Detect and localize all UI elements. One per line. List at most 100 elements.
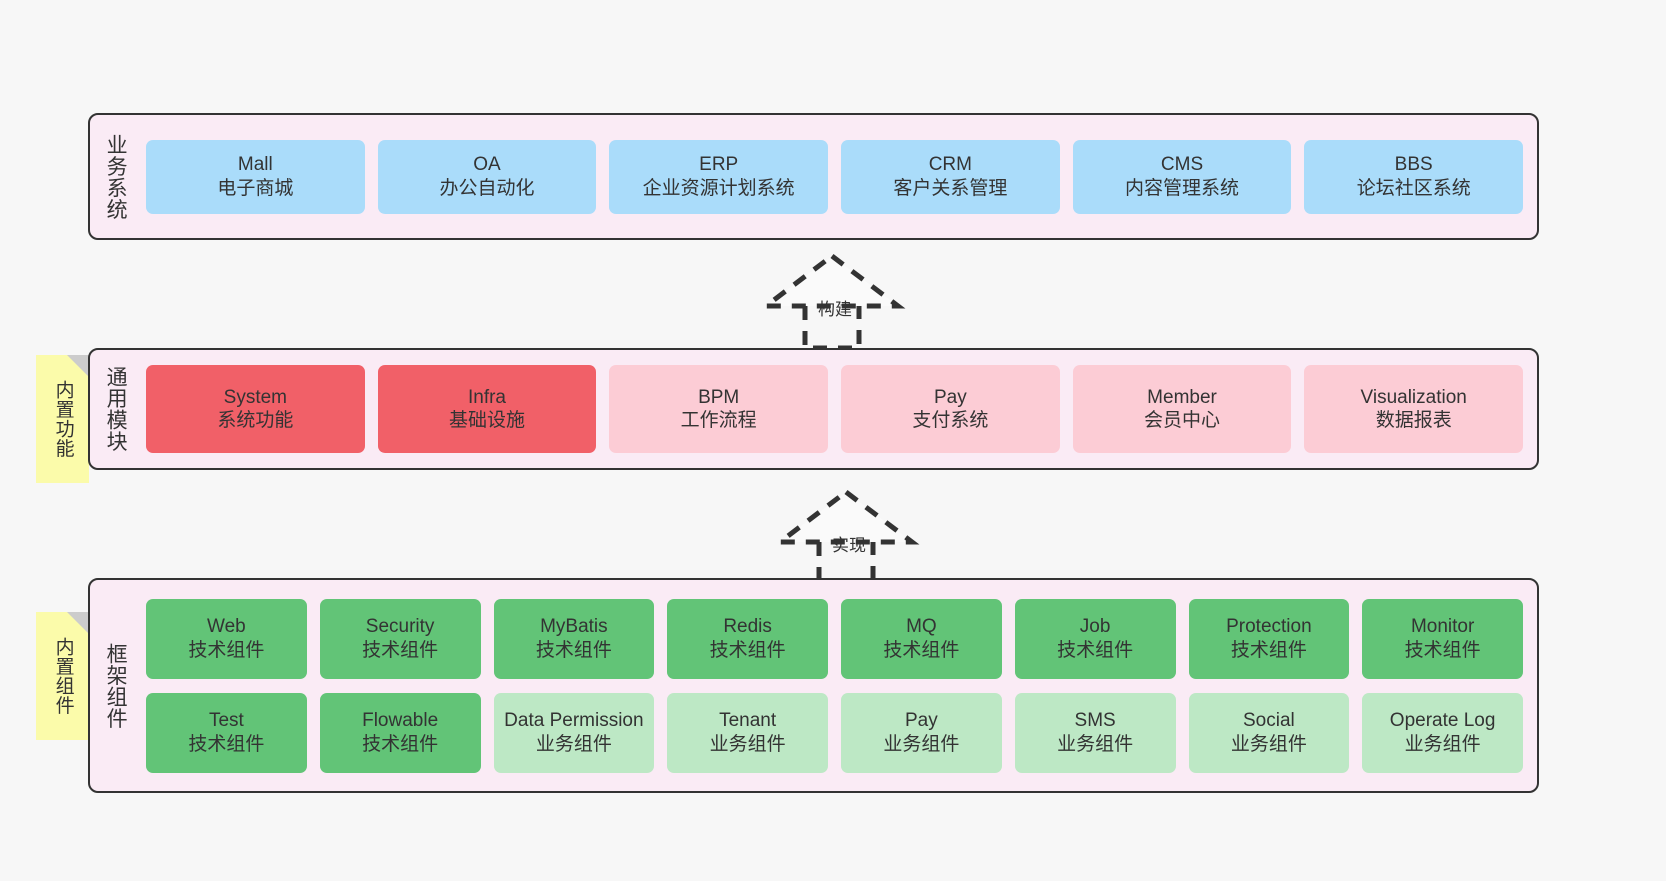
card-visualization-en: Visualization [1360, 386, 1467, 408]
card-system-cn: 系统功能 [217, 410, 294, 431]
card-mq-en: MQ [906, 616, 937, 638]
note-builtin-components-label: 内置组件 [52, 637, 74, 715]
note-fold-corner-icon-2 [67, 612, 89, 634]
card-cms-en: CMS [1160, 154, 1204, 176]
card-infra-en: Infra [467, 386, 507, 408]
card-bbs-en: BBS [1394, 154, 1433, 176]
layer-body-business-system: Mall 电子商城 OA 办公自动化 ERP 企业资源计划系统 CRM 客户关系… [140, 115, 1537, 238]
card-social-cn: 业务组件 [1230, 733, 1307, 755]
card-bbs-cn: 论坛社区系统 [1356, 177, 1471, 199]
card-tenant-cn: 业务组件 [709, 733, 786, 755]
card-mall-en: Mall [237, 154, 273, 176]
card-web[interactable]: Web 技术组件 [146, 598, 307, 679]
layer-title-framework-components: 框架组件 [104, 642, 128, 729]
card-bpm-en: BPM [698, 386, 740, 408]
card-bpm-cn: 工作流程 [680, 410, 757, 431]
card-protection-cn: 技术组件 [1230, 639, 1307, 661]
card-test[interactable]: Test 技术组件 [146, 692, 307, 773]
card-visualization-cn: 数据报表 [1375, 410, 1452, 431]
card-mybatis-cn: 技术组件 [535, 639, 612, 661]
card-member-en: Member [1147, 386, 1217, 408]
card-sms-en: SMS [1074, 710, 1116, 732]
card-security-cn: 技术组件 [362, 639, 439, 661]
card-protection[interactable]: Protection 技术组件 [1188, 598, 1350, 679]
card-redis-cn: 技术组件 [709, 639, 786, 661]
card-pay-module[interactable]: Pay 支付系统 [841, 365, 1060, 453]
card-operate-log[interactable]: Operate Log 业务组件 [1362, 692, 1523, 773]
layer-body-framework-components: Web 技术组件 Security 技术组件 MyBatis 技术组件 Redi… [140, 580, 1537, 791]
card-job-en: Job [1079, 616, 1111, 638]
card-operate-log-cn: 业务组件 [1404, 733, 1481, 755]
card-sms-cn: 业务组件 [1057, 733, 1134, 755]
card-erp[interactable]: ERP 企业资源计划系统 [609, 139, 829, 214]
card-system-en: System [223, 386, 288, 408]
card-flowable-en: Flowable [362, 710, 439, 732]
card-flowable-cn: 技术组件 [362, 733, 439, 755]
card-member-cn: 会员中心 [1144, 410, 1221, 431]
card-infra[interactable]: Infra 基础设施 [377, 365, 597, 453]
card-oa-en: OA [473, 154, 501, 176]
card-social[interactable]: Social 业务组件 [1188, 692, 1350, 773]
card-erp-cn: 企业资源计划系统 [642, 177, 795, 199]
note-fold-corner-icon [67, 355, 89, 377]
layer-title-general-modules: 通用模块 [104, 366, 128, 452]
card-bbs[interactable]: BBS 论坛社区系统 [1304, 139, 1524, 214]
card-pay-module-cn: 支付系统 [912, 410, 989, 431]
card-mq-cn: 技术组件 [883, 639, 960, 661]
card-sms[interactable]: SMS 业务组件 [1014, 692, 1176, 773]
card-member[interactable]: Member 会员中心 [1072, 365, 1292, 453]
card-job[interactable]: Job 技术组件 [1014, 598, 1176, 679]
card-pay-component-en: Pay [905, 710, 938, 732]
card-pay-component-cn: 业务组件 [883, 733, 960, 755]
card-tenant-en: Tenant [719, 710, 777, 732]
card-oa-cn: 办公自动化 [439, 177, 535, 199]
card-pay-module-en: Pay [933, 386, 967, 408]
card-crm[interactable]: CRM 客户关系管理 [841, 139, 1060, 214]
card-oa[interactable]: OA 办公自动化 [377, 139, 597, 214]
card-visualization[interactable]: Visualization 数据报表 [1304, 365, 1524, 453]
card-operate-log-en: Operate Log [1389, 710, 1496, 732]
card-mybatis-en: MyBatis [540, 616, 608, 638]
card-tenant[interactable]: Tenant 业务组件 [667, 692, 828, 773]
connector-implement-label: 实现 [832, 536, 866, 555]
layer-body-general-modules: System 系统功能 Infra 基础设施 BPM 工作流程 Pay 支付系统… [140, 350, 1537, 468]
card-redis-en: Redis [723, 616, 772, 638]
card-infra-cn: 基础设施 [449, 410, 526, 431]
connector-build-label: 构建 [818, 300, 852, 319]
layer-general-modules[interactable]: 通用模块 System 系统功能 Infra 基础设施 BPM 工作流程 Pay… [88, 348, 1539, 470]
card-flowable[interactable]: Flowable 技术组件 [319, 692, 481, 773]
layer-framework-components[interactable]: 框架组件 Web 技术组件 Security 技术组件 MyBatis 技术组件… [88, 578, 1539, 793]
card-monitor[interactable]: Monitor 技术组件 [1362, 598, 1523, 679]
card-social-en: Social [1243, 710, 1295, 732]
card-crm-cn: 客户关系管理 [893, 177, 1008, 199]
card-security-en: Security [365, 616, 435, 638]
card-monitor-cn: 技术组件 [1404, 639, 1481, 661]
card-pay-component[interactable]: Pay 业务组件 [841, 692, 1002, 773]
card-web-cn: 技术组件 [188, 639, 265, 661]
card-data-permission-en: Data Permission [504, 710, 644, 732]
card-mq[interactable]: MQ 技术组件 [841, 598, 1002, 679]
card-cms-cn: 内容管理系统 [1125, 177, 1240, 199]
card-test-cn: 技术组件 [188, 733, 265, 755]
card-web-en: Web [207, 616, 246, 638]
card-mall-cn: 电子商城 [217, 177, 294, 199]
card-bpm[interactable]: BPM 工作流程 [609, 365, 829, 453]
card-data-permission[interactable]: Data Permission 业务组件 [493, 692, 655, 773]
card-mall[interactable]: Mall 电子商城 [146, 139, 365, 214]
card-erp-en: ERP [699, 154, 739, 176]
card-protection-en: Protection [1226, 616, 1312, 638]
card-system[interactable]: System 系统功能 [146, 365, 365, 453]
framework-row-business: Test 技术组件 Flowable 技术组件 Data Permission … [146, 692, 1523, 773]
card-cms[interactable]: CMS 内容管理系统 [1072, 139, 1292, 214]
layer-business-system[interactable]: 业务系统 Mall 电子商城 OA 办公自动化 ERP 企业资源计划系统 CRM… [88, 113, 1539, 240]
note-builtin-functions-label: 内置功能 [52, 380, 74, 458]
note-builtin-functions: 内置功能 [36, 355, 89, 483]
note-builtin-components: 内置组件 [36, 612, 89, 740]
card-data-permission-cn: 业务组件 [535, 733, 612, 755]
card-security[interactable]: Security 技术组件 [319, 598, 481, 679]
card-test-en: Test [208, 710, 244, 732]
card-mybatis[interactable]: MyBatis 技术组件 [493, 598, 655, 679]
card-redis[interactable]: Redis 技术组件 [667, 598, 828, 679]
framework-row-technical: Web 技术组件 Security 技术组件 MyBatis 技术组件 Redi… [146, 598, 1523, 679]
card-crm-en: CRM [928, 154, 972, 176]
